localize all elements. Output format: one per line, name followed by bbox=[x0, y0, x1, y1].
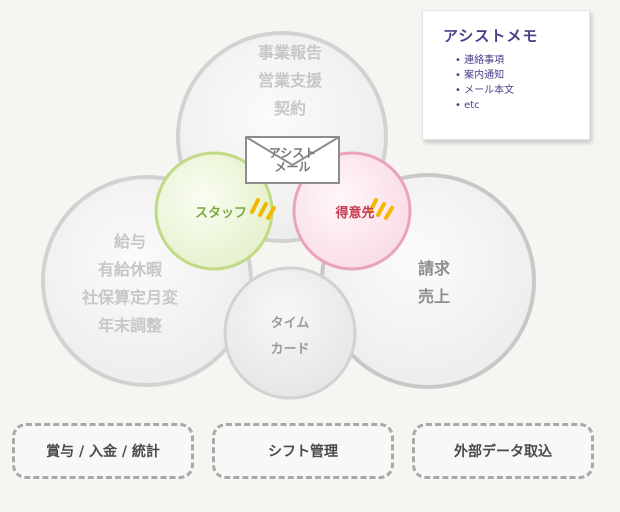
note-item: etc bbox=[455, 98, 514, 113]
shift-management-button[interactable]: シフト管理 bbox=[212, 423, 394, 479]
circle-center bbox=[223, 266, 357, 400]
circle-center-label: タイム カード bbox=[270, 316, 310, 357]
assist-memo-note: アシストメモ 連絡事項 案内通知 メール本文 etc bbox=[422, 10, 590, 140]
external-data-import-button[interactable]: 外部データ取込 bbox=[412, 423, 594, 479]
accent-marks-icon bbox=[368, 198, 394, 220]
note-item: メール本文 bbox=[455, 83, 514, 98]
mail-envelope-icon bbox=[245, 136, 340, 184]
assist-mail-label: アシスト メール bbox=[268, 146, 317, 174]
bonus-payment-stats-button[interactable]: 賞与 / 入金 / 統計 bbox=[12, 423, 194, 479]
note-title: アシストメモ bbox=[443, 27, 539, 45]
circle-left-label: 給与 有給休暇 社保算定月変 年末調整 bbox=[81, 232, 179, 335]
note-list: 連絡事項 案内通知 メール本文 etc bbox=[455, 53, 514, 113]
note-item: 連絡事項 bbox=[455, 53, 514, 68]
circle-right-label: 請求 売上 bbox=[417, 259, 451, 306]
staff-label: スタッフ bbox=[194, 206, 248, 221]
circle-top-label: 事業報告 営業支援 契約 bbox=[257, 43, 323, 118]
accent-marks-icon bbox=[250, 198, 276, 220]
note-item: 案内通知 bbox=[455, 68, 514, 83]
client-label: 得意先 bbox=[335, 206, 375, 221]
